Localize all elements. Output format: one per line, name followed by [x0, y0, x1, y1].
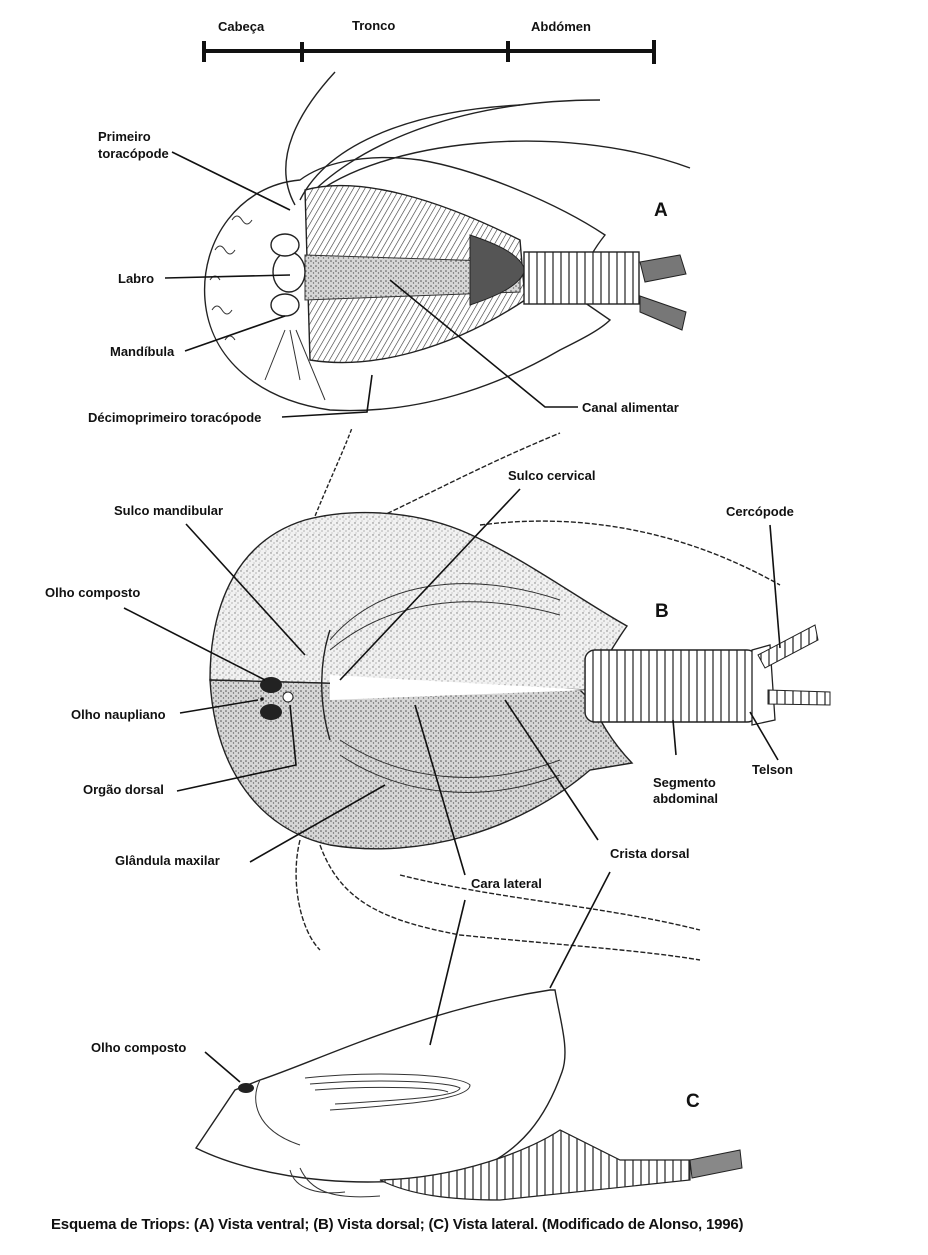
view-b-dorsal-drawing	[209, 427, 831, 961]
label-labro: Labro	[118, 271, 154, 286]
label-mandibula: Mandíbula	[110, 344, 175, 359]
label-abdomen: Abdómen	[531, 19, 591, 34]
label-olho-composto-lateral: Olho composto	[91, 1040, 186, 1055]
view-a-leaders	[164, 151, 578, 418]
view-b-letter: B	[655, 601, 669, 622]
compound-eye	[260, 704, 282, 720]
label-decimoprimeiro-toracopode: Décimoprimeiro toracópode	[88, 410, 261, 425]
compound-eye	[260, 677, 282, 693]
label-olho-naupliano: Olho naupliano	[71, 707, 166, 722]
view-a-letter: A	[654, 200, 668, 221]
label-primeiro-toracopode-line2: toracópode	[98, 146, 169, 161]
label-cercopode: Cercópode	[726, 504, 794, 519]
label-segmento-abdominal-line2: abdominal	[653, 791, 718, 806]
label-cabeca: Cabeça	[218, 19, 265, 34]
label-glandula-maxilar: Glândula maxilar	[115, 853, 220, 868]
label-sulco-cervical: Sulco cervical	[508, 468, 595, 483]
label-tronco: Tronco	[352, 18, 395, 33]
label-orgao-dorsal: Orgão dorsal	[83, 782, 164, 797]
label-telson: Telson	[752, 762, 793, 777]
label-olho-composto: Olho composto	[45, 585, 140, 600]
label-crista-dorsal: Crista dorsal	[610, 846, 689, 861]
view-c-letter: C	[686, 1091, 700, 1112]
view-c-leaders	[204, 871, 611, 1083]
label-cara-lateral: Cara lateral	[471, 876, 542, 891]
body-region-scale-bar: Cabeça Tronco Abdómen	[202, 18, 656, 64]
label-sulco-mandibular: Sulco mandibular	[114, 503, 223, 518]
figure-caption: Esquema de Triops: (A) Vista ventral; (B…	[51, 1216, 744, 1233]
view-a-ventral-drawing	[203, 71, 691, 412]
view-b-leaders	[123, 488, 781, 876]
view-c-lateral-drawing	[194, 989, 743, 1201]
label-canal-alimentar: Canal alimentar	[582, 400, 679, 415]
label-segmento-abdominal-line1: Segmento	[653, 775, 716, 790]
label-primeiro-toracopode-line1: Primeiro	[98, 129, 151, 144]
